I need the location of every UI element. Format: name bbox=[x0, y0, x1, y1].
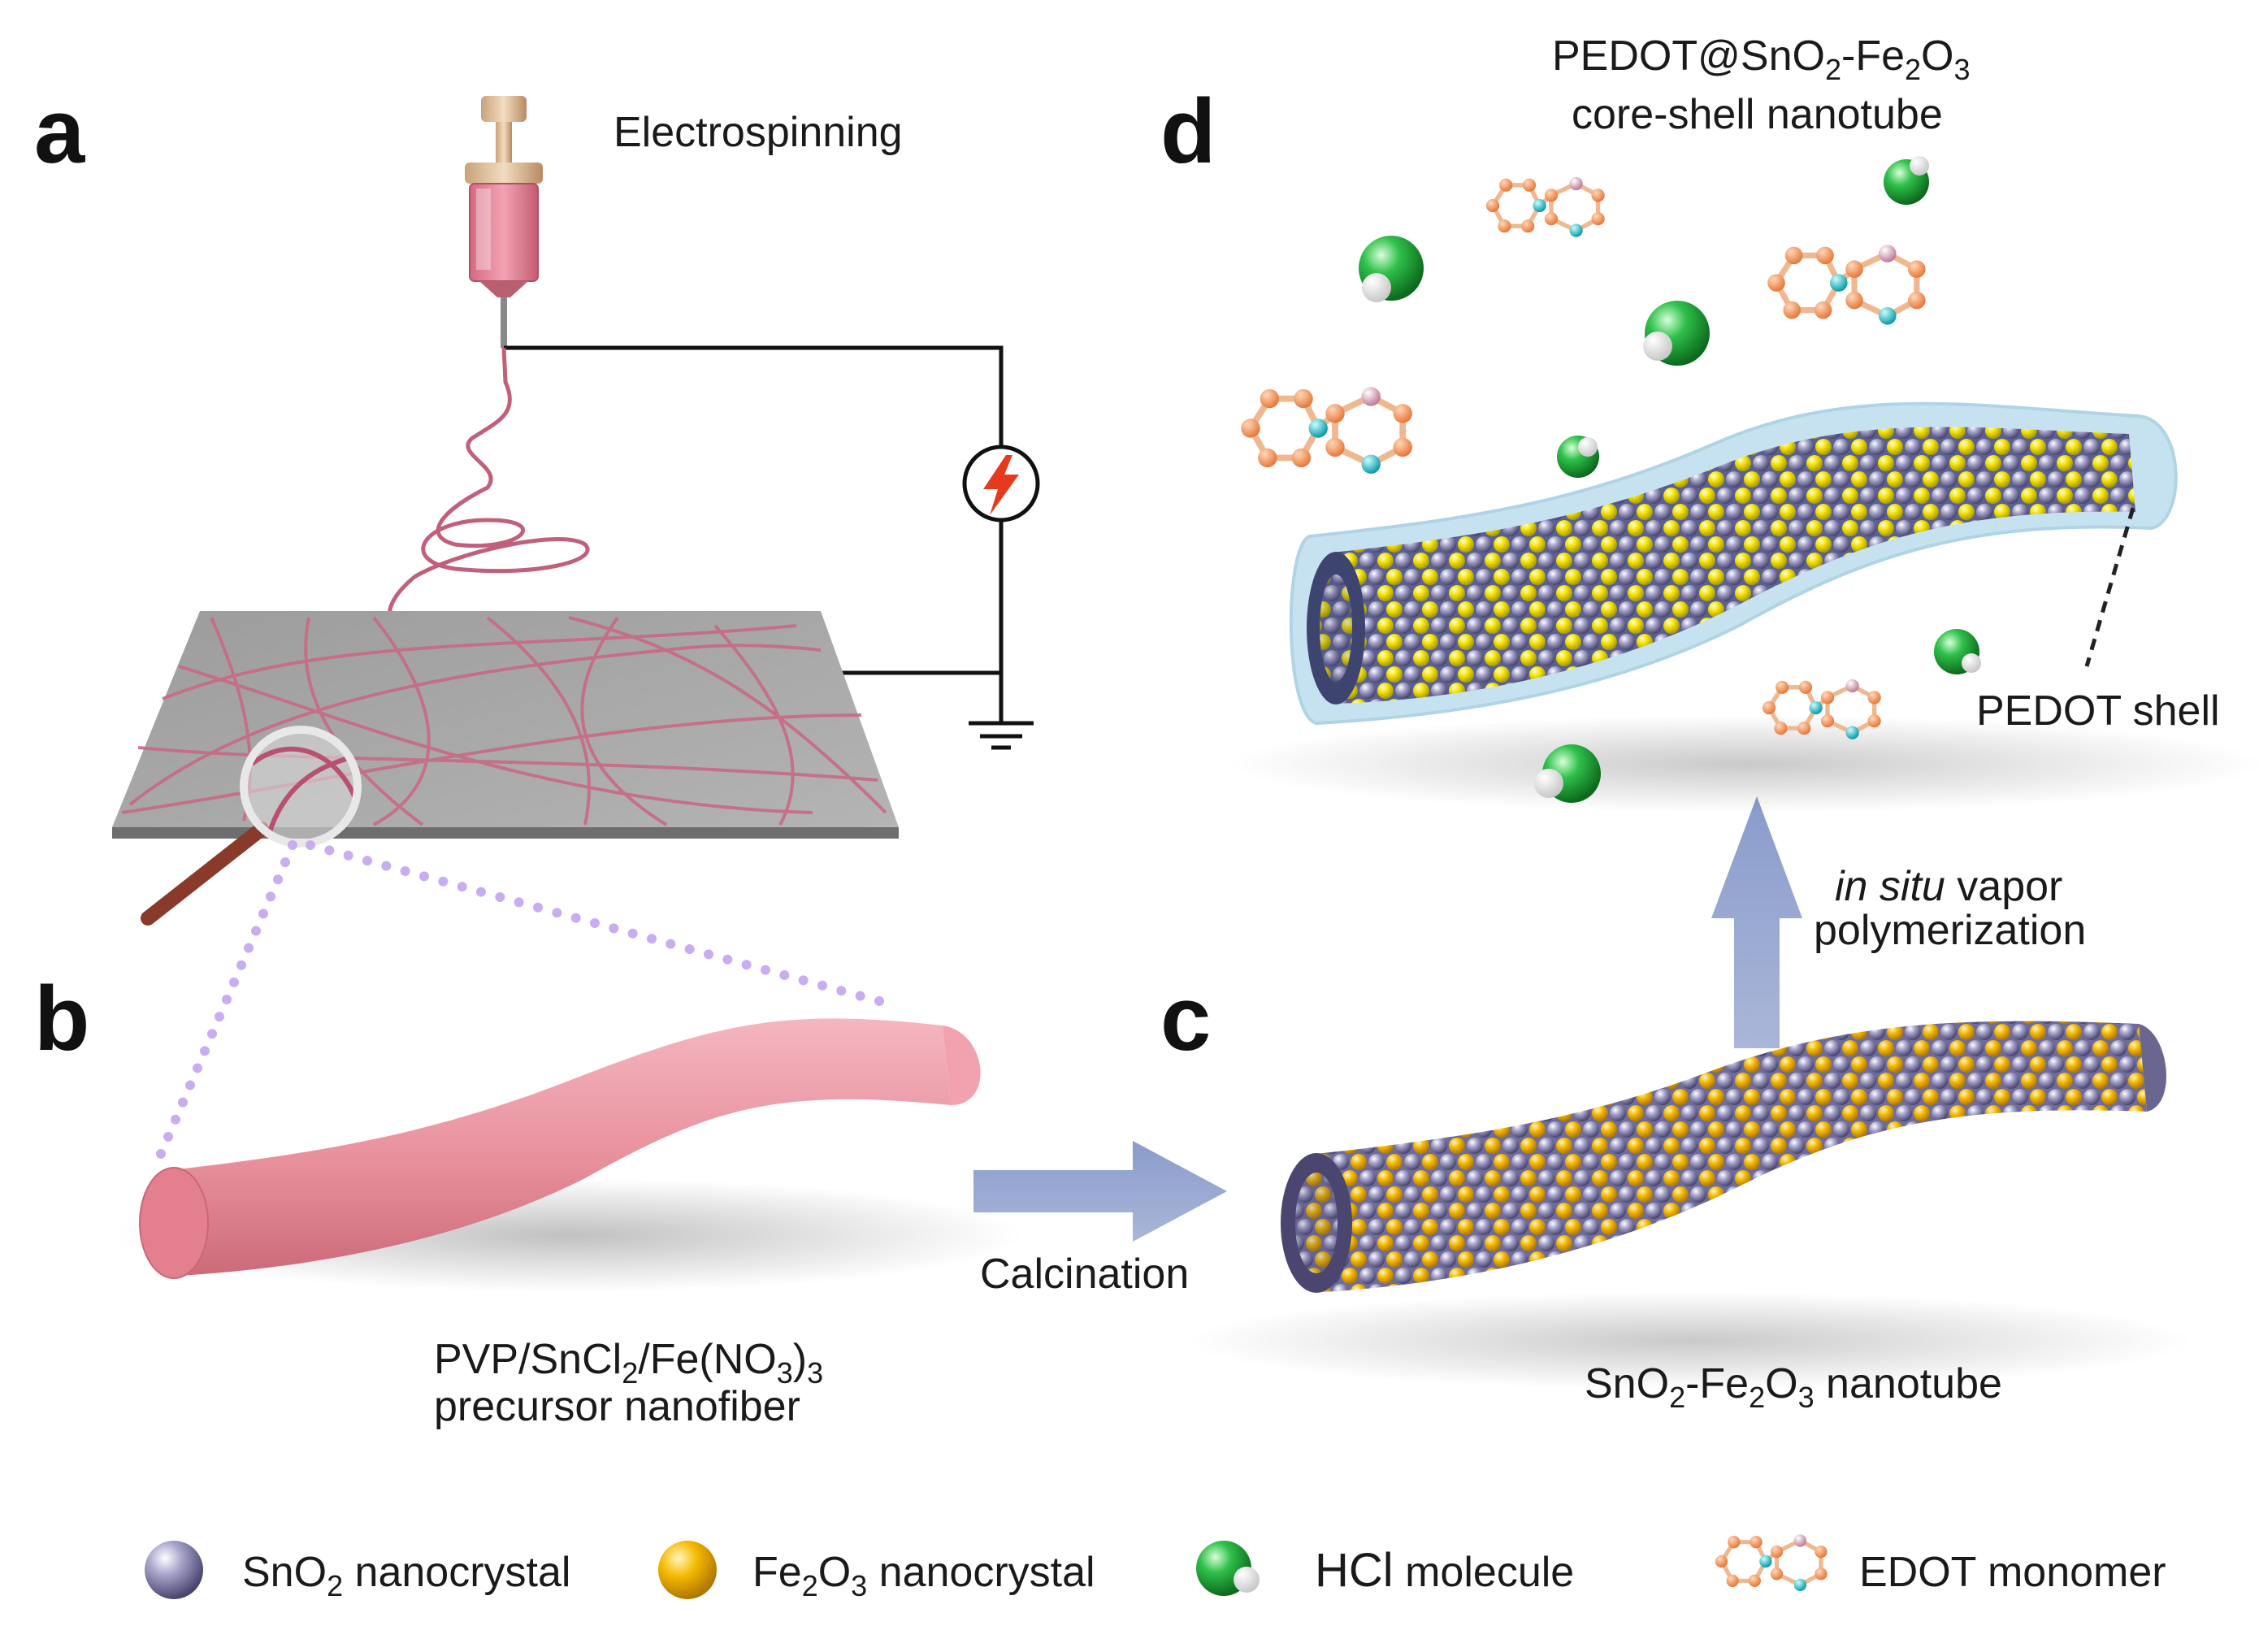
calcination-label: Calcination bbox=[980, 1251, 1189, 1298]
shell-leader-line bbox=[2084, 507, 2135, 667]
syringe-icon bbox=[465, 96, 543, 348]
high-voltage-source-icon bbox=[962, 444, 1040, 522]
legend-label-fe2o3: Fe2O3 nanocrystal bbox=[752, 1549, 1095, 1602]
panel-letter-d: d bbox=[1160, 80, 1216, 182]
polymer-jet bbox=[388, 347, 590, 628]
edot-monomer-icon bbox=[1715, 1534, 1828, 1592]
legend-label-sno2: SnO2 nanocrystal bbox=[242, 1549, 570, 1602]
core-nanotube bbox=[1333, 427, 2135, 704]
core-shell-title-line2: core-shell nanotube bbox=[1572, 91, 1943, 138]
hcl-molecule-1 bbox=[1359, 236, 1424, 302]
collector-plate bbox=[112, 611, 899, 839]
polymerization-label-line1: in situ vapor bbox=[1835, 863, 2062, 910]
hcl-molecules bbox=[1359, 156, 1981, 803]
panel-c-nanotube: SnO2-Fe2O3 nanotube bbox=[1186, 1021, 2194, 1414]
electrospinning-label: Electrospinning bbox=[614, 109, 903, 156]
fe2o3-sphere-icon bbox=[658, 1541, 717, 1599]
precursor-label-line1: PVP/SnCl2/Fe(NO3)3 bbox=[434, 1336, 823, 1390]
hcl-molecule-3 bbox=[1884, 156, 1929, 205]
circuit-wiring bbox=[504, 345, 1034, 750]
legend-item-fe2o3: Fe2O3 nanocrystal bbox=[658, 1541, 1095, 1602]
polymerization-label-line2: polymerization bbox=[1814, 907, 2086, 954]
core-shell-title-line1: PEDOT@SnO2-Fe2O3 bbox=[1552, 33, 1971, 86]
polymerization-arrow: in situ vapor polymerization bbox=[1711, 796, 2086, 1048]
sno2-sphere-icon bbox=[145, 1541, 203, 1599]
hcl-molecule-4 bbox=[1557, 436, 1599, 478]
legend: SnO2 nanocrystal Fe2O3 nanocrystal HCl m… bbox=[145, 1534, 2166, 1602]
legend-label-edot: EDOT monomer bbox=[1859, 1549, 2166, 1596]
legend-item-sno2: SnO2 nanocrystal bbox=[145, 1541, 570, 1602]
panel-d-core-shell: PEDOT@SnO2-Fe2O3 core-shell nanotube PED… bbox=[1227, 33, 2259, 813]
panel-a-electrospinning: Electrospinning bbox=[112, 96, 1040, 1159]
nanotube-label: SnO2-Fe2O3 nanotube bbox=[1585, 1360, 2002, 1414]
hcl-molecule-6 bbox=[1534, 744, 1601, 803]
precursor-label-line2: precursor nanofiber bbox=[434, 1383, 800, 1430]
hcl-molecule-5 bbox=[1934, 629, 1981, 674]
pedot-shell-label: PEDOT shell bbox=[1976, 687, 2220, 735]
zoom-dotted-lines bbox=[156, 840, 884, 1159]
hcl-molecule-2 bbox=[1643, 301, 1710, 366]
panel-letter-c: c bbox=[1160, 968, 1211, 1069]
panel-b-precursor-nanofiber: PVP/SnCl2/Fe(NO3)3 precursor nanofiber bbox=[114, 1018, 1024, 1430]
hcl-molecule-icon bbox=[1196, 1541, 1260, 1596]
magnifier-icon bbox=[141, 726, 362, 926]
calcination-arrow: Calcination bbox=[973, 1141, 1227, 1298]
precursor-nanofiber bbox=[171, 1018, 951, 1276]
edot-monomers bbox=[1241, 176, 1926, 739]
sno2-fe2o3-nanotube bbox=[1316, 1021, 2147, 1292]
panel-letter-b: b bbox=[34, 968, 89, 1069]
legend-item-edot: EDOT monomer bbox=[1715, 1534, 2166, 1596]
legend-item-hcl: HCl molecule bbox=[1196, 1541, 1574, 1597]
panel-letter-a: a bbox=[34, 80, 85, 182]
legend-label-hcl: HCl molecule bbox=[1315, 1544, 1574, 1597]
